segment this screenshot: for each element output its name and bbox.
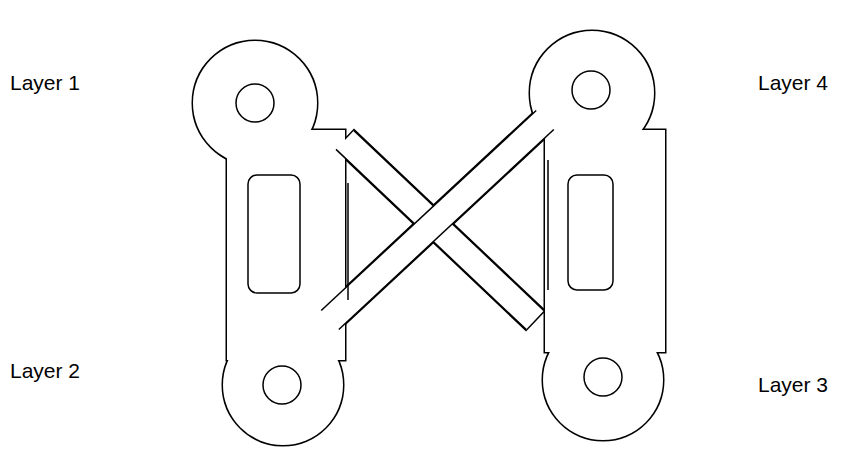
layer-label: Layer 2 bbox=[10, 358, 80, 383]
layer-label: Layer 1 bbox=[10, 70, 80, 95]
layer-label: Layer 3 bbox=[758, 372, 828, 397]
layer-label: Layer 4 bbox=[758, 70, 828, 95]
